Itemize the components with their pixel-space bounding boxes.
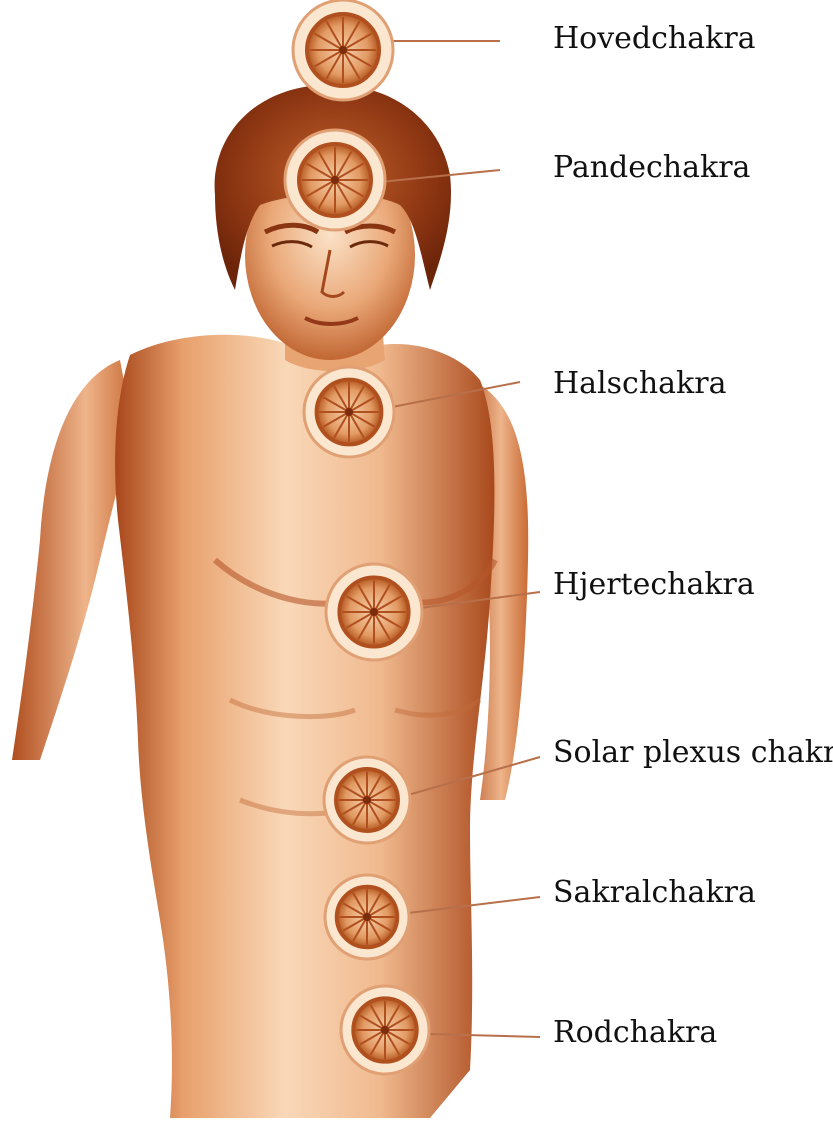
chakra-hub <box>381 1026 389 1034</box>
chakra-sakral <box>325 875 409 959</box>
label-rodchakra: Rodchakra <box>553 1018 717 1048</box>
chakra-hals <box>304 367 394 457</box>
chakra-hub <box>331 176 339 184</box>
label-hovedchakra: Hovedchakra <box>553 24 756 54</box>
chakra-solar-plexus <box>324 757 410 843</box>
label-hjertechakra: Hjertechakra <box>553 570 755 600</box>
chakra-hoved <box>293 0 393 100</box>
chakra-pande <box>285 130 385 230</box>
chakra-hjerte <box>326 564 422 660</box>
label-solar-plexus-chakra: Solar plexus chakra <box>553 738 833 768</box>
label-halschakra: Halschakra <box>553 369 726 399</box>
chakra-hub <box>370 608 378 616</box>
body-silhouette <box>12 85 528 1118</box>
chakra-rod <box>341 986 429 1074</box>
left-arm <box>12 360 135 760</box>
chakra-hub <box>363 913 371 921</box>
chakra-hub <box>339 46 347 54</box>
chakra-hub <box>363 796 371 804</box>
label-pandechakra: Pandechakra <box>553 153 750 183</box>
torso <box>115 330 494 1118</box>
label-sakralchakra: Sakralchakra <box>553 878 756 908</box>
chakra-hub <box>345 408 353 416</box>
